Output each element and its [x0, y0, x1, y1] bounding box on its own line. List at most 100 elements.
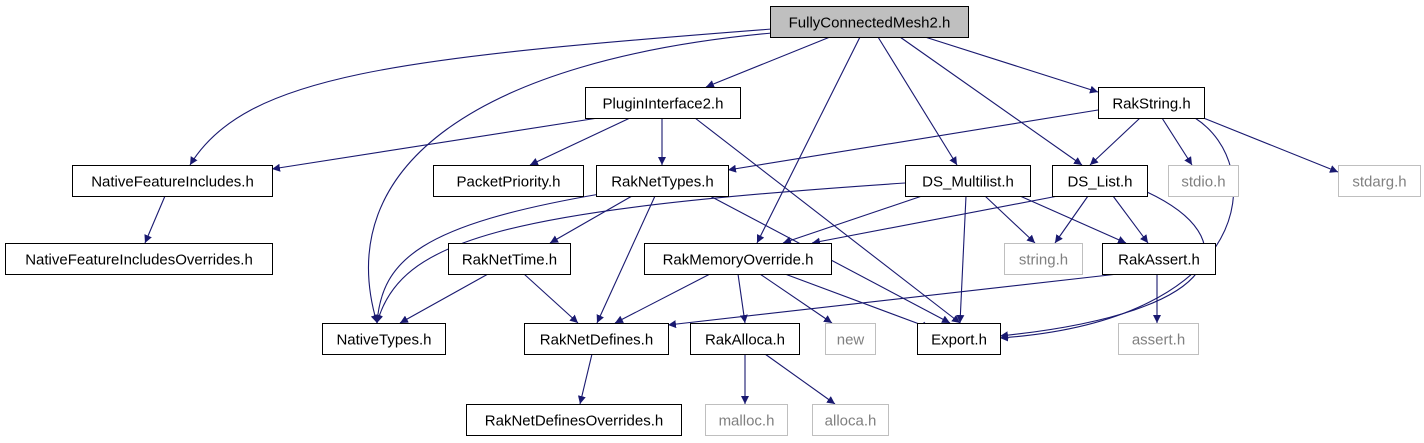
node-raknetdefines[interactable]: RakNetDefines.h [524, 323, 669, 355]
node-label: assert.h [1132, 332, 1185, 349]
node-label: RakAlloca.h [705, 332, 785, 349]
node-label: alloca.h [825, 413, 877, 430]
node-label: stdio.h [1181, 174, 1225, 191]
node-nfio[interactable]: NativeFeatureIncludesOverrides.h [5, 243, 273, 275]
node-box [5, 243, 273, 275]
node-rakstring[interactable]: RakString.h [1098, 87, 1205, 119]
node-box [433, 165, 584, 197]
edge-rakassert-to-raknetdefines [667, 273, 1119, 329]
edge-multilist-to-nativetypes [375, 182, 906, 324]
node-export[interactable]: Export.h [917, 323, 1001, 355]
node-assert[interactable]: assert.h [1118, 323, 1199, 355]
edge-multilist-to-rakmem [782, 195, 923, 245]
node-rakassert[interactable]: RakAssert.h [1102, 243, 1216, 275]
node-alloca[interactable]: alloca.h [812, 404, 889, 436]
node-box [322, 323, 446, 355]
edge-raknettime-to-raknetdefines [523, 273, 579, 324]
node-box [466, 404, 682, 436]
edge-raknettypes-to-raknettime [549, 195, 633, 244]
node-box [905, 165, 1031, 197]
edge-rakstring-to-dslist [1089, 117, 1141, 166]
edge-raknetdefines-to-rndo [577, 353, 593, 405]
edge-plugin-to-nfi [271, 117, 599, 172]
edge-raknettime-to-nativetypes [399, 273, 489, 324]
node-string[interactable]: string.h [1004, 243, 1083, 275]
node-box [825, 323, 876, 355]
node-box [1338, 165, 1421, 197]
node-label: NativeTypes.h [336, 332, 431, 349]
edge-fcm2-to-rakstring [924, 36, 1099, 94]
edge-raknettypes-to-raknetdefines [596, 195, 656, 324]
node-box [1168, 165, 1239, 197]
node-box [917, 323, 1001, 355]
node-box [596, 165, 729, 197]
edge-rakstring-to-export [999, 117, 1234, 342]
edge-dslist-to-string [1054, 195, 1089, 244]
node-label: RakAssert.h [1118, 252, 1200, 269]
edge-rakstring-to-stdio [1161, 117, 1193, 166]
node-label: DS_Multilist.h [922, 174, 1014, 191]
node-rakalloca[interactable]: RakAlloca.h [690, 323, 800, 355]
node-stdio[interactable]: stdio.h [1168, 165, 1239, 197]
node-label: NativeFeatureIncludes.h [91, 174, 254, 191]
node-label: RakNetDefinesOverrides.h [485, 413, 663, 430]
node-box [524, 323, 669, 355]
node-box [1052, 165, 1148, 197]
edge-multilist-to-export [956, 195, 967, 324]
edge-fcm2-to-multilist [877, 36, 958, 166]
node-label: RakMemoryOverride.h [663, 252, 814, 269]
node-label: NativeFeatureIncludesOverrides.h [25, 252, 253, 269]
edge-rakmem-to-rakalloca [737, 273, 748, 324]
node-box [644, 243, 832, 275]
edge-dslist-to-rakmem [811, 195, 1059, 246]
node-label: string.h [1019, 252, 1068, 269]
node-label: PacketPriority.h [457, 174, 561, 191]
node-rndo[interactable]: RakNetDefinesOverrides.h [466, 404, 682, 436]
edge-fcm2-to-nativetypes [367, 32, 773, 324]
node-raknettypes[interactable]: RakNetTypes.h [596, 165, 729, 197]
node-multilist[interactable]: DS_Multilist.h [905, 165, 1031, 197]
edge-dslist-to-rakassert [1112, 195, 1149, 244]
node-box [1098, 87, 1205, 119]
node-box [1102, 243, 1216, 275]
node-label: PluginInterface2.h [603, 96, 724, 113]
node-label: FullyConnectedMesh2.h [789, 15, 951, 32]
edge-plugin-to-export [694, 117, 961, 324]
node-box [448, 243, 571, 275]
node-label: malloc.h [719, 413, 775, 430]
node-nfi[interactable]: NativeFeatureIncludes.h [72, 165, 273, 197]
edge-rakmem-to-new [759, 273, 833, 324]
node-stdarg[interactable]: stdarg.h [1338, 165, 1421, 197]
edge-rakalloca-to-alloca [764, 353, 836, 405]
edge-fcm2-to-rakmem [756, 36, 861, 244]
node-raknettime[interactable]: RakNetTime.h [448, 243, 571, 275]
node-dslist[interactable]: DS_List.h [1052, 165, 1148, 197]
node-box [1118, 323, 1199, 355]
edge-fcm2-to-dslist [899, 36, 1083, 166]
edge-plugin-to-packetprio [529, 117, 631, 166]
edge-raknettypes-to-nativetypes [373, 193, 601, 324]
node-box [770, 6, 969, 38]
edge-fcm2-to-nfi [189, 28, 773, 166]
node-label: new [837, 332, 865, 349]
node-box [585, 87, 741, 119]
node-fcm2[interactable]: FullyConnectedMesh2.h [770, 6, 969, 38]
node-packetprio[interactable]: PacketPriority.h [433, 165, 584, 197]
node-label: RakNetDefines.h [540, 332, 653, 349]
node-label: RakString.h [1112, 96, 1190, 113]
node-box [1004, 243, 1083, 275]
node-plugin[interactable]: PluginInterface2.h [585, 87, 741, 119]
node-label: DS_List.h [1067, 174, 1132, 191]
edge-multilist-to-string [984, 195, 1036, 244]
edge-rakstring-to-raknettypes [727, 109, 1099, 173]
edge-nfi-to-nfio [144, 195, 166, 244]
node-new[interactable]: new [825, 323, 876, 355]
node-label: RakNetTime.h [462, 252, 557, 269]
node-rakmem[interactable]: RakMemoryOverride.h [644, 243, 832, 275]
node-label: stdarg.h [1352, 174, 1406, 191]
edge-rakstring-to-stdarg [1195, 114, 1339, 173]
node-malloc[interactable]: malloc.h [705, 404, 788, 436]
node-nativetypes[interactable]: NativeTypes.h [322, 323, 446, 355]
